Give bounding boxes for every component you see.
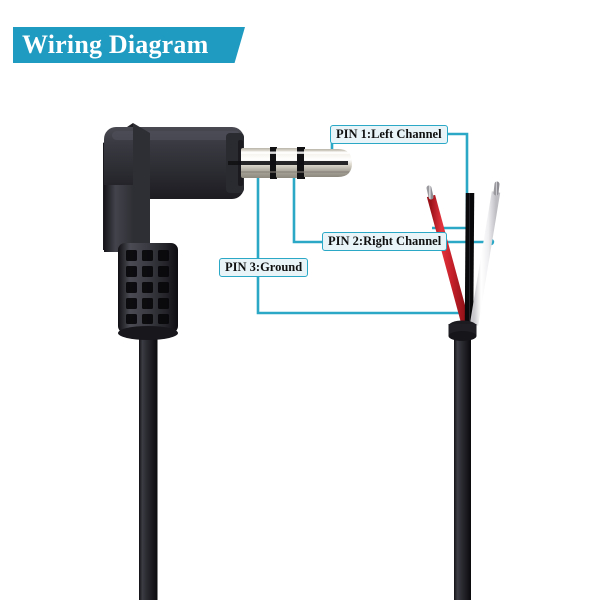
strain-relief <box>118 243 178 340</box>
trs-metal-shaft <box>228 147 352 179</box>
black-wire <box>464 182 475 326</box>
right-cable <box>454 330 471 600</box>
callout-pin2-right-channel: PIN 2:Right Channel <box>322 232 448 251</box>
callout-pin3-ground: PIN 3:Ground <box>219 258 309 277</box>
page-title: Wiring Diagram <box>22 30 209 59</box>
connector-barrel <box>104 123 244 252</box>
title-banner-shape <box>13 27 245 63</box>
callout-pin1-left-channel: PIN 1:Left Channel <box>330 125 448 144</box>
white-wire <box>469 181 501 326</box>
cable-jacket-mouth <box>448 320 477 341</box>
left-cable <box>139 330 158 600</box>
